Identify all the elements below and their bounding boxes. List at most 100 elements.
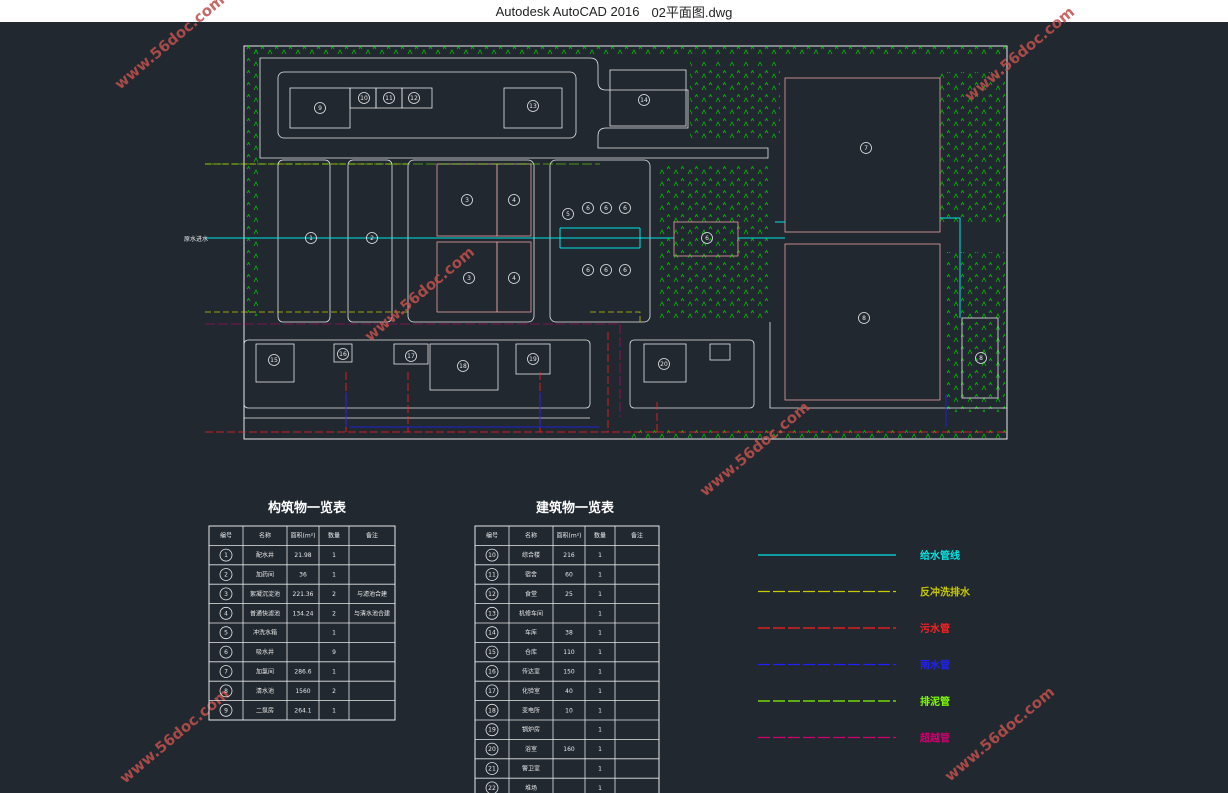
structures-table-cell: 配水井 [256,551,274,559]
buildings-table-header-cell: 备注 [631,532,643,540]
watermark-4: www.56doc.com [696,398,813,500]
structure-number-marker [461,194,473,206]
building-18 [393,343,429,365]
structure-number: 6 [586,267,590,274]
structure-number-marker [562,208,574,220]
buildings-table-cell: 216 [563,552,575,559]
structures-table-cell: 36 [299,572,307,579]
structures-table-cell: 21.98 [294,552,311,559]
buildings-table-cell: 1 [598,630,602,637]
structures-table-cell: 134.24 [293,610,314,617]
buildings-table-cell: 1 [598,785,602,792]
building-20 [515,343,551,375]
buildings-table-cell: 12 [488,591,496,598]
structure-2-block [347,159,393,323]
structure-number-marker [658,358,670,370]
structure-number-marker [305,232,317,244]
buildings-table-header-cell: 编号 [486,532,498,540]
buildings-table-number-circle [485,703,499,717]
building-19 [429,343,499,391]
buildings-table-cell: 警卫室 [522,765,540,773]
structures-table-number-circle [219,703,233,717]
road-admin-block [277,71,577,139]
buildings-table-cell: 综合楼 [522,551,540,559]
filter-gallery-block [549,159,651,323]
structure-number: 4 [512,275,516,282]
structure-number: 6 [623,267,627,274]
structure-number: 17 [407,353,415,360]
structures-table-header-cell: 数量 [328,532,340,540]
buildings-table-cell: 1 [598,610,602,617]
structure-number: 13 [529,103,537,110]
buildings-table-header-cell: 名称 [525,532,537,540]
structure-number-marker [457,360,469,372]
structure-number-marker [383,92,395,104]
buildings-table-cell: 变电所 [522,706,540,714]
structures-table-cell: 2 [332,610,336,617]
clear-water-tank-a [784,77,941,233]
watermark-6: www.56doc.com [941,683,1058,785]
structure-number: 5 [566,211,570,218]
backwash-pipe [205,163,641,322]
sewage-pipe [205,332,1007,433]
structure-number-marker [527,353,539,365]
structures-table-number-circle [219,568,233,581]
structures-table-cell: 3 [224,591,228,598]
grass-area-middle [658,162,768,322]
buildings-table-number-circle [485,723,499,737]
legend-label: 雨水管 [920,659,950,672]
buildings-table-cell: 1 [598,649,602,656]
buildings-table-cell: 宿舍 [525,571,537,579]
structures-table-cell: 加氯间 [256,668,274,676]
structure-number-marker [527,100,539,112]
window-title-bar: Autodesk AutoCAD 2016 02平面图.dwg [0,0,1228,22]
structure-number-marker [582,202,594,214]
buildings-table-number-circle [485,645,499,659]
buildings-table-cell: 15 [488,649,496,656]
structures-table-number-circle [219,645,233,659]
buildings-table-number-circle [485,548,499,562]
structure-number: 14 [640,97,648,104]
building-17 [333,343,353,363]
building-14 [503,87,563,129]
structure-number-marker [405,350,417,362]
structure-number-marker [600,202,612,214]
structure-number-marker [860,142,872,154]
structures-table-cell: 1 [332,630,336,637]
structures-table-cell: 8 [224,688,228,695]
structures-table-header-cell: 面积(m²) [291,532,316,540]
structure-number-marker [600,264,612,276]
road-inner-loop [259,57,769,159]
structures-table-cell: 二泵房 [256,706,274,714]
buildings-table-cell: 160 [563,746,575,753]
buildings-table-cell: 19 [488,727,496,734]
site-boundary [243,45,1008,440]
chlorination-house [673,221,739,257]
structure-number: 18 [459,363,467,370]
south-block-west [243,339,591,409]
structures-table-number-circle [219,606,233,620]
structures-table-cell: 普通快滤池 [250,609,280,617]
buildings-table-cell: 锅炉房 [522,726,540,734]
building-13 [401,87,433,109]
structure-number: 3 [467,275,471,282]
structures-table-header-cell: 名称 [259,532,271,540]
buildings-table-cell: 车库 [525,629,537,637]
structure-number: 19 [529,356,537,363]
structures-table-cell: 1560 [295,688,310,695]
structures-table-cell: 5 [224,630,228,637]
buildings-table-cell: 21 [488,766,496,773]
structure-number: 12 [410,95,418,102]
structure-number: 1 [309,235,313,242]
structures-table-header-cell: 备注 [366,532,378,540]
structures-table-cell: 2 [224,572,228,579]
buildings-table-cell: 传达室 [522,668,540,676]
grass-border-bottom [630,426,1007,439]
buildings-table-number-circle [485,665,499,678]
building-22 [709,343,731,361]
structure-number: 16 [339,351,347,358]
